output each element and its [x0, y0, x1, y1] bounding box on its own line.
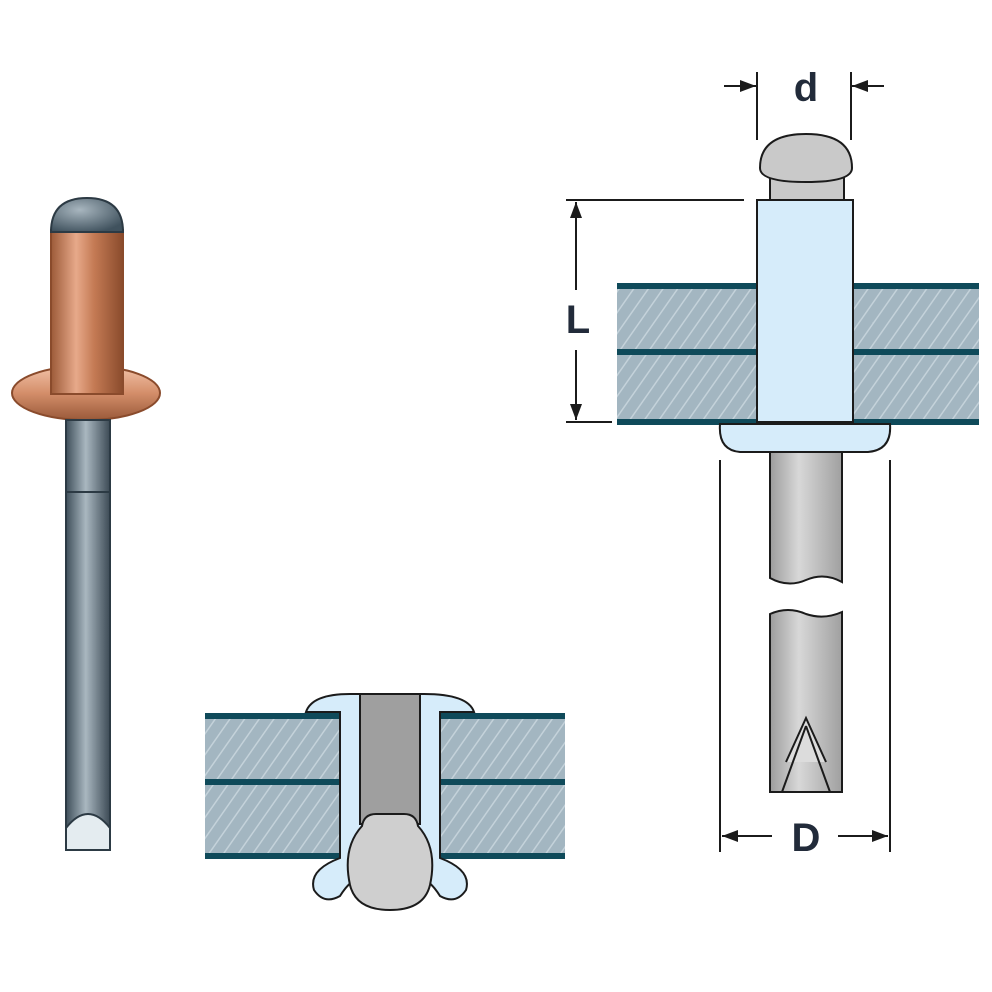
installed-rivet-section-icon: [205, 693, 565, 912]
big-d-dimension-label: D: [792, 816, 821, 860]
rivet-dimension-drawing-icon: d L D: [566, 66, 979, 860]
l-dimension-label: L: [566, 298, 590, 342]
d-dimension-label: d: [794, 66, 818, 110]
copper-rivet-icon: [11, 196, 161, 851]
